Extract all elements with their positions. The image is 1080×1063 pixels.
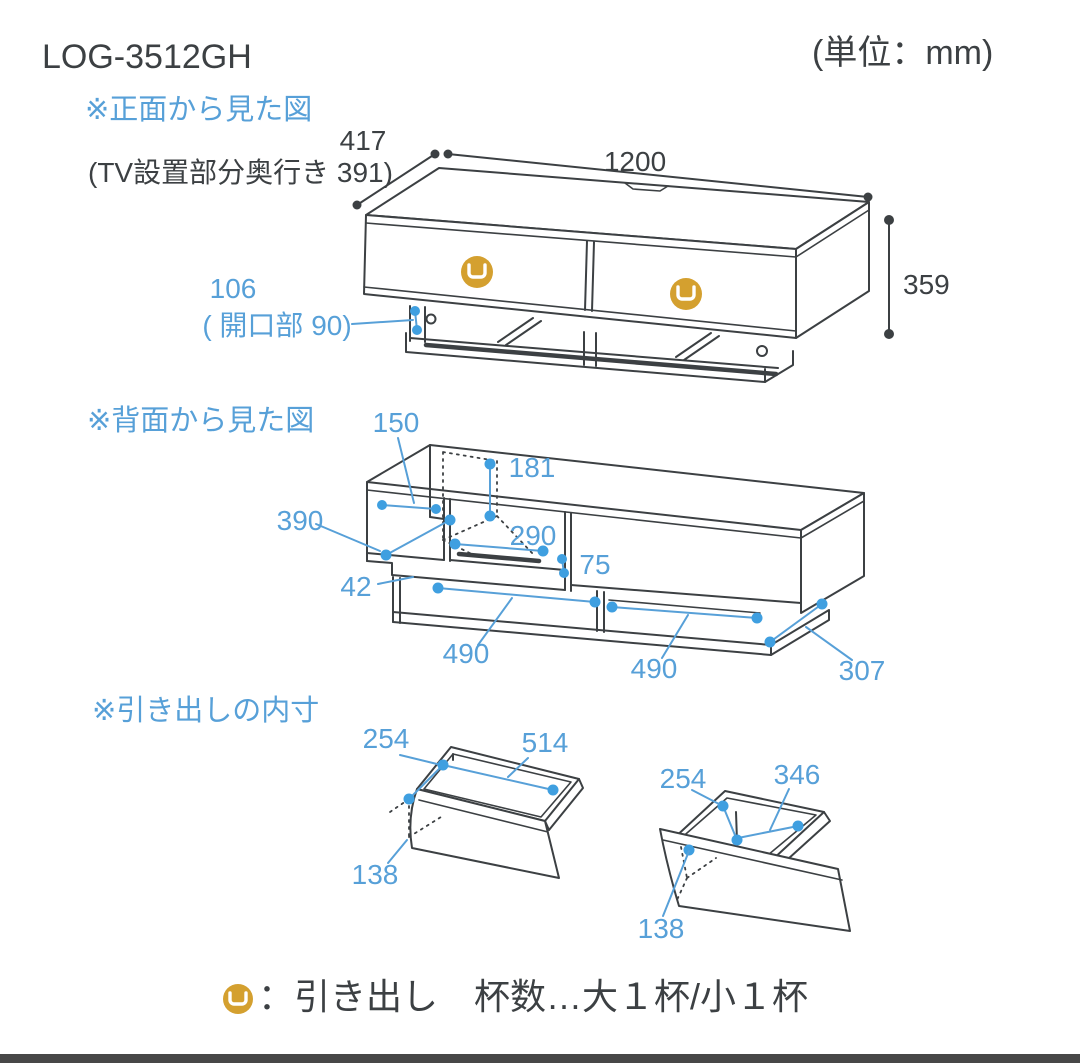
legend-text: ：引き出し 杯数…大１杯/小１杯	[258, 976, 809, 1017]
dim-front-depth: 417	[339, 125, 387, 156]
dim-back-leg-span-right: 490	[630, 653, 678, 684]
dim-front-height: 359	[903, 269, 950, 300]
opening-note: ( 開口部 90)	[202, 310, 352, 341]
dim-back-base-depth: 307	[838, 655, 886, 686]
drawer-small-dimension-lines	[662, 788, 804, 917]
tv-depth-note: (TV設置部分奥行き 391)	[88, 157, 393, 188]
photo-edge-bar	[0, 1054, 1080, 1063]
drawer-badge-icon	[461, 256, 493, 288]
dim-drawer-small-width: 346	[773, 759, 821, 790]
unit-note: (単位：mm)	[812, 34, 994, 72]
dim-drawer-small-height: 138	[637, 913, 685, 944]
dim-back-cutout-height: 181	[508, 452, 556, 483]
dim-drawer-large-depth: 254	[362, 723, 410, 754]
dim-drawer-large-height: 138	[351, 859, 399, 890]
dim-back-shelf-depth: 150	[372, 407, 420, 438]
dim-back-slot-width: 290	[509, 520, 557, 551]
dim-front-width: 1200	[603, 146, 667, 177]
dim-back-rail-height: 42	[340, 571, 372, 602]
back-dimension-lines	[315, 437, 853, 661]
front-view-drawing	[351, 149, 894, 383]
dim-back-leg-span-left: 490	[442, 638, 490, 669]
drawer-large-dimension-lines	[387, 754, 559, 864]
drawer-small-drawing	[659, 788, 851, 932]
drawer-view-heading: ※引き出しの内寸	[92, 695, 320, 727]
dim-front-opening: 106	[209, 273, 257, 304]
drawer-badge-icon	[670, 278, 702, 310]
drawer-large-drawing	[387, 746, 584, 879]
back-view-heading: ※背面から見た図	[87, 405, 315, 437]
model-number: LOG-3512GH	[42, 38, 252, 76]
back-view-drawing	[315, 437, 865, 661]
adjuster-hole-icon	[425, 313, 437, 325]
front-opening-callout	[351, 306, 422, 335]
dim-drawer-large-width: 514	[521, 727, 569, 758]
adjuster-hole-icon	[756, 345, 768, 357]
front-view-heading: ※正面から見た図	[85, 94, 313, 126]
front-dimension-lines	[352, 149, 894, 339]
dim-drawer-small-depth: 254	[659, 763, 707, 794]
drawer-handle-icon	[223, 984, 253, 1014]
dim-back-inner-depth: 390	[276, 505, 324, 536]
dim-back-slot-height: 75	[579, 549, 611, 580]
